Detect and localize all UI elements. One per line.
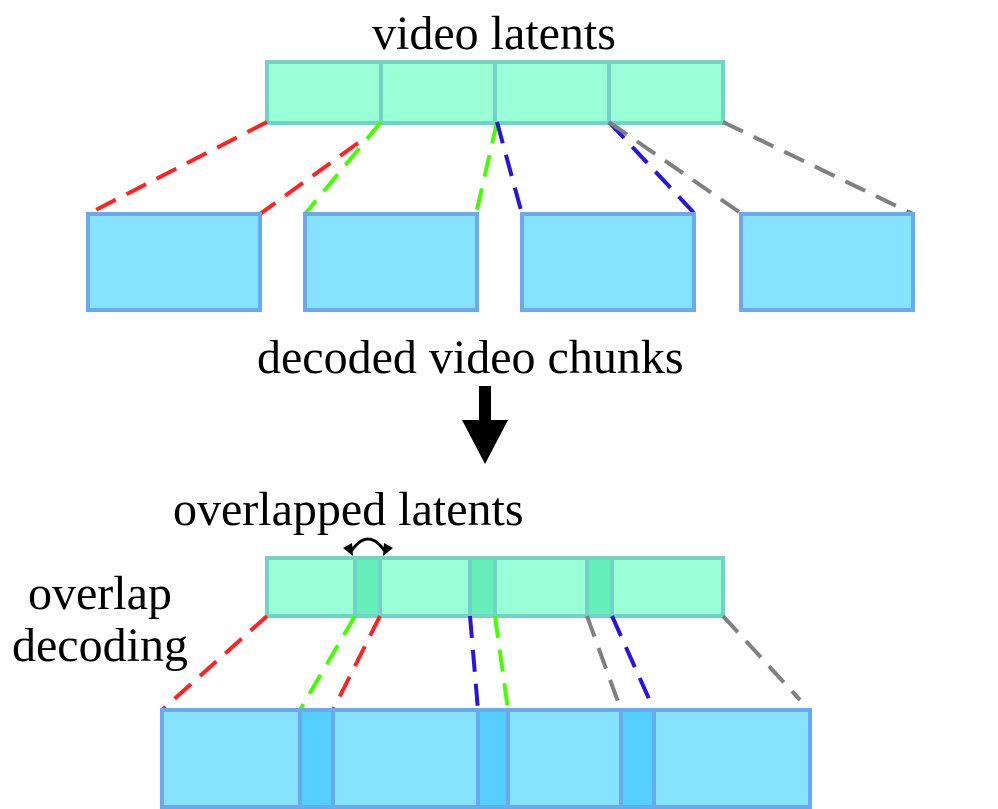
decoded-chunk-3 xyxy=(520,212,696,312)
gray-line-left xyxy=(607,120,744,216)
blue-line-left xyxy=(495,121,524,215)
red-line-left xyxy=(87,120,268,216)
decoded-chunk-1 xyxy=(86,212,262,312)
video-latents-strip xyxy=(265,60,725,125)
blue-line-right xyxy=(607,120,697,216)
video-latents-label: video latents xyxy=(372,7,616,60)
decoded-chunk-4 xyxy=(739,212,915,312)
overlapped-latents-strip xyxy=(265,556,725,618)
down-arrow-icon xyxy=(462,386,508,464)
gray-line-right xyxy=(722,120,914,216)
green-line-left xyxy=(303,120,383,216)
blue-line-bottom-left xyxy=(468,615,480,711)
decoded-overlap-region-2 xyxy=(476,708,510,809)
overlapped-latents-label: overlapped latents xyxy=(173,483,524,536)
green-line-bottom-right xyxy=(493,615,510,711)
gray-line-bottom-right xyxy=(721,614,802,702)
latent-block-4 xyxy=(607,60,725,125)
decoded-chunks-row xyxy=(86,212,915,312)
decoded-overlap-region-1 xyxy=(298,708,335,809)
latent-block-3 xyxy=(493,60,611,125)
decoded-video-chunks-label: decoded video chunks xyxy=(257,331,684,384)
bottom-mapping-lines xyxy=(160,614,802,712)
overlap-decoding-line-1: overlap xyxy=(28,567,172,620)
top-mapping-lines xyxy=(87,120,914,216)
overlap-region-3 xyxy=(585,556,614,618)
gray-line-bottom-left xyxy=(585,615,623,711)
overlap-decoding-label: overlap decoding xyxy=(12,568,188,672)
green-line-right xyxy=(474,121,499,215)
decoded-chunk-2 xyxy=(303,212,479,312)
decoded-overlap-region-3 xyxy=(619,708,656,809)
overlap-decoded-strip xyxy=(160,708,812,809)
red-line-bottom-right xyxy=(331,615,382,711)
overlap-decoding-line-2: decoding xyxy=(12,619,188,672)
curved-double-arrow-icon xyxy=(343,537,393,556)
red-line-bottom-left xyxy=(160,614,269,712)
green-line-bottom-left xyxy=(298,614,357,712)
latent-block-1 xyxy=(265,60,383,125)
overlap-region-1 xyxy=(353,556,382,618)
overlap-region-2 xyxy=(468,556,497,618)
red-line-right xyxy=(258,141,360,216)
latent-block-2 xyxy=(379,60,497,125)
blue-line-bottom-right xyxy=(610,615,656,711)
